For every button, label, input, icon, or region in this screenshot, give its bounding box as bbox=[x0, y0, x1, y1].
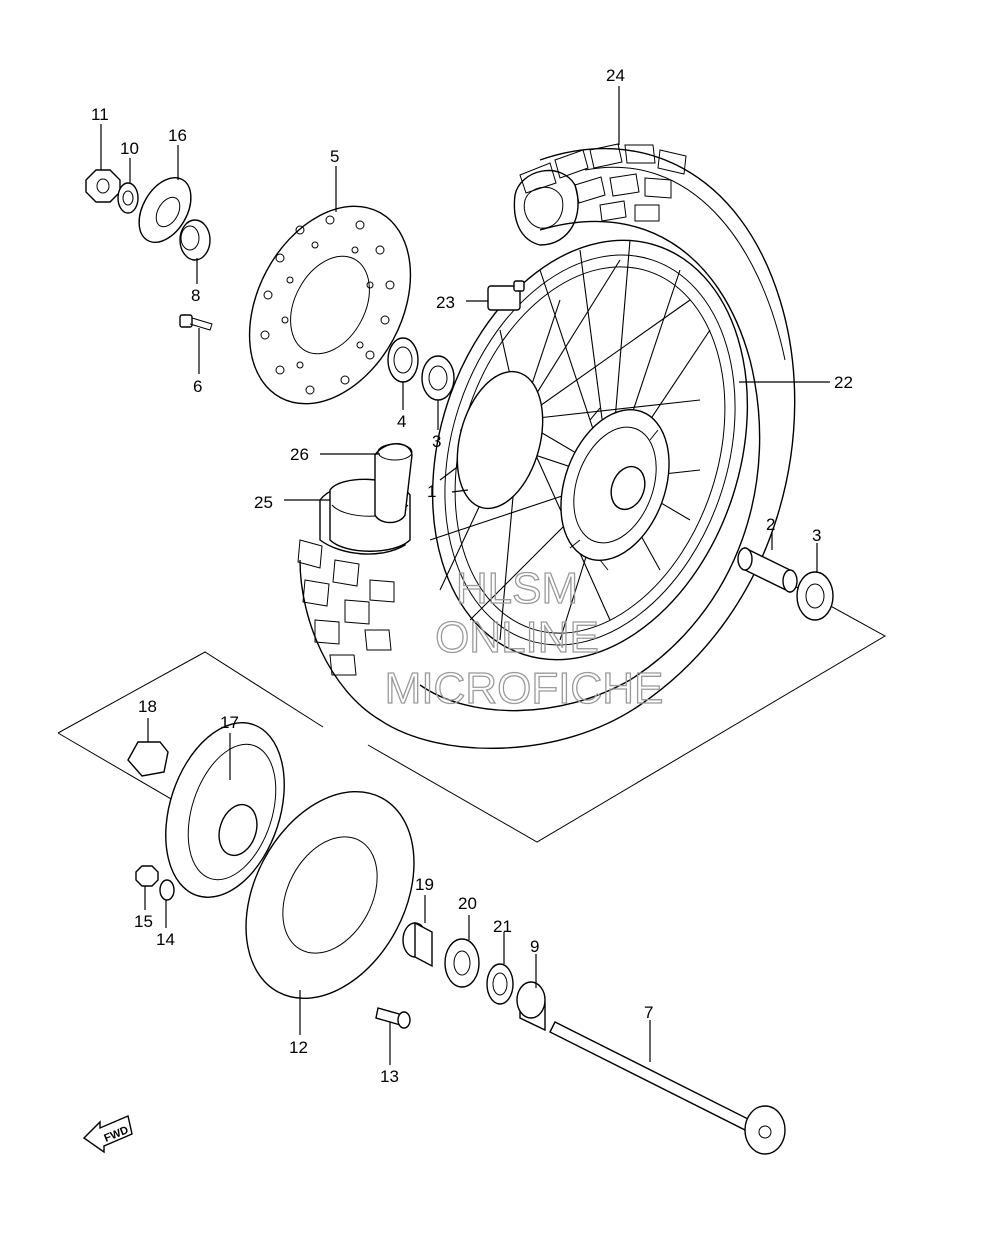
callout-25: 25 bbox=[254, 493, 273, 512]
brake-disc bbox=[248, 205, 412, 405]
spacer-19 bbox=[402, 921, 433, 968]
callout-3-right: 3 bbox=[812, 526, 821, 545]
callout-22: 22 bbox=[834, 373, 853, 392]
callout-1: 1 bbox=[427, 482, 436, 501]
cush-rubber-18 bbox=[127, 741, 169, 777]
washer-14 bbox=[159, 879, 175, 901]
callout-9: 9 bbox=[530, 937, 539, 956]
callout-labels: 1 2 3 3 4 5 6 7 8 9 10 11 12 13 14 15 16… bbox=[91, 66, 853, 1086]
watermark: HLSM ONLINE MICROFICHE bbox=[384, 563, 664, 713]
callout-26: 26 bbox=[290, 445, 309, 464]
washer-10 bbox=[117, 182, 139, 214]
sensor-rotor-16 bbox=[138, 177, 192, 243]
callout-11: 11 bbox=[91, 105, 109, 124]
callout-20: 20 bbox=[458, 894, 477, 913]
bearing-3-upper bbox=[421, 355, 455, 401]
callout-6: 6 bbox=[193, 377, 202, 396]
callout-24: 24 bbox=[606, 66, 625, 85]
sprocket-mounting-drum-17 bbox=[165, 722, 285, 898]
bearing-20 bbox=[444, 938, 480, 988]
callout-14: 14 bbox=[156, 930, 175, 949]
watermark-line3: MICROFICHE bbox=[385, 664, 664, 713]
rim bbox=[431, 239, 749, 661]
hub bbox=[456, 370, 670, 571]
callout-12: 12 bbox=[289, 1038, 308, 1057]
callout-17: 17 bbox=[220, 713, 239, 732]
callout-23: 23 bbox=[436, 293, 455, 312]
oil-seal-4 bbox=[387, 337, 419, 383]
nut-11 bbox=[85, 169, 121, 203]
callout-15: 15 bbox=[134, 912, 153, 931]
bearing-3-right bbox=[796, 571, 834, 621]
callout-21: 21 bbox=[493, 917, 512, 936]
valve-cap bbox=[487, 280, 525, 311]
fwd-arrow-icon: FWD bbox=[82, 1115, 133, 1154]
watermark-line2: ONLINE bbox=[435, 613, 599, 662]
callout-8: 8 bbox=[191, 286, 200, 305]
spacer-9 bbox=[516, 981, 546, 1032]
watermark-line1: HLSM bbox=[456, 564, 578, 613]
callout-10: 10 bbox=[120, 139, 139, 158]
nut-15 bbox=[135, 865, 159, 887]
assembly-boundary bbox=[57, 651, 324, 734]
callout-3-upper: 3 bbox=[432, 432, 441, 451]
spacer-2 bbox=[737, 546, 798, 594]
callout-19: 19 bbox=[415, 875, 434, 894]
callout-13: 13 bbox=[380, 1067, 399, 1086]
bolt-13 bbox=[375, 1007, 411, 1029]
callout-4: 4 bbox=[397, 412, 406, 431]
leader-lines bbox=[100, 86, 830, 1065]
callout-7: 7 bbox=[644, 1003, 653, 1022]
rear-axle-7 bbox=[549, 1021, 786, 1155]
callout-2: 2 bbox=[766, 515, 775, 534]
spacer-8 bbox=[179, 219, 211, 261]
oil-seal-21 bbox=[486, 963, 514, 1005]
bolt-6 bbox=[179, 314, 213, 331]
callout-16: 16 bbox=[168, 126, 187, 145]
rim-lock bbox=[374, 443, 413, 524]
callout-5: 5 bbox=[330, 147, 339, 166]
callout-18: 18 bbox=[138, 697, 157, 716]
rear-sprocket-12 bbox=[245, 790, 415, 1000]
